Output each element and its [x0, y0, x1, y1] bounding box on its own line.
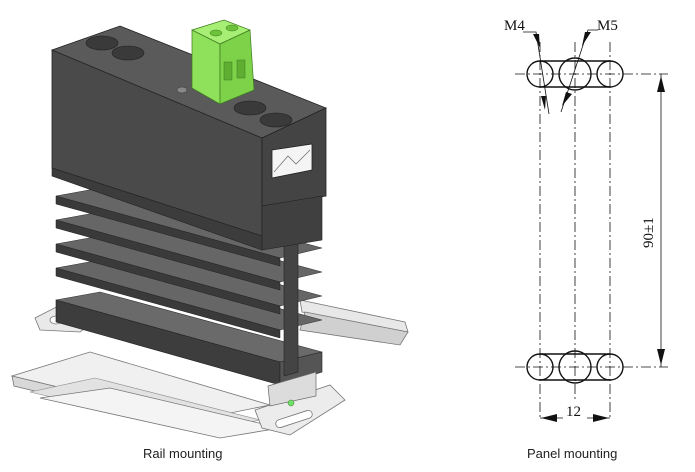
wire-entry [236, 59, 246, 79]
bottom-mounting-slot [526, 350, 624, 384]
m5-leader [560, 29, 598, 113]
rail-mounting-illustration [10, 19, 409, 439]
panel-mounting-drawing: M4 M5 90±1 12 [504, 18, 668, 422]
heatsink-fin [55, 235, 323, 315]
m4-hole [596, 353, 624, 381]
housing-side-window [271, 143, 313, 179]
screw-hole [233, 100, 267, 116]
label-vertical-dimension: 90±1 [641, 217, 657, 248]
led-icon [287, 399, 295, 407]
top-mounting-slot [526, 57, 624, 91]
terminal-block [191, 19, 255, 105]
m4-hole [596, 60, 624, 88]
m5-hole [558, 350, 592, 384]
housing-lower-side [261, 195, 323, 251]
din-rail [10, 299, 409, 439]
screw-hole [111, 45, 145, 61]
m4-hole [526, 60, 554, 88]
rail-mounting-caption: Rail mounting [143, 446, 223, 461]
screw-hole [259, 112, 293, 128]
screw-hole [85, 35, 119, 51]
panel-mounting-caption: Panel mounting [527, 446, 618, 461]
m5-hole [558, 57, 592, 91]
bracket-slot-right [275, 409, 313, 429]
rail-clip [267, 371, 317, 407]
m4-hole [526, 353, 554, 381]
heatsink [55, 187, 323, 386]
heatsink-fin [55, 211, 323, 291]
terminal-screw [209, 29, 223, 37]
label-m4: M4 [504, 18, 525, 34]
m4-leader [523, 31, 550, 115]
label-m5: M5 [597, 18, 618, 34]
heatsink-fins [55, 187, 323, 339]
led-indicator-top [176, 86, 188, 94]
wire-entry [223, 61, 233, 81]
terminal-screw [225, 24, 239, 32]
heatsink-spine [283, 239, 299, 377]
heatsink-fin [55, 259, 323, 339]
label-horizontal-dimension: 12 [566, 404, 581, 420]
